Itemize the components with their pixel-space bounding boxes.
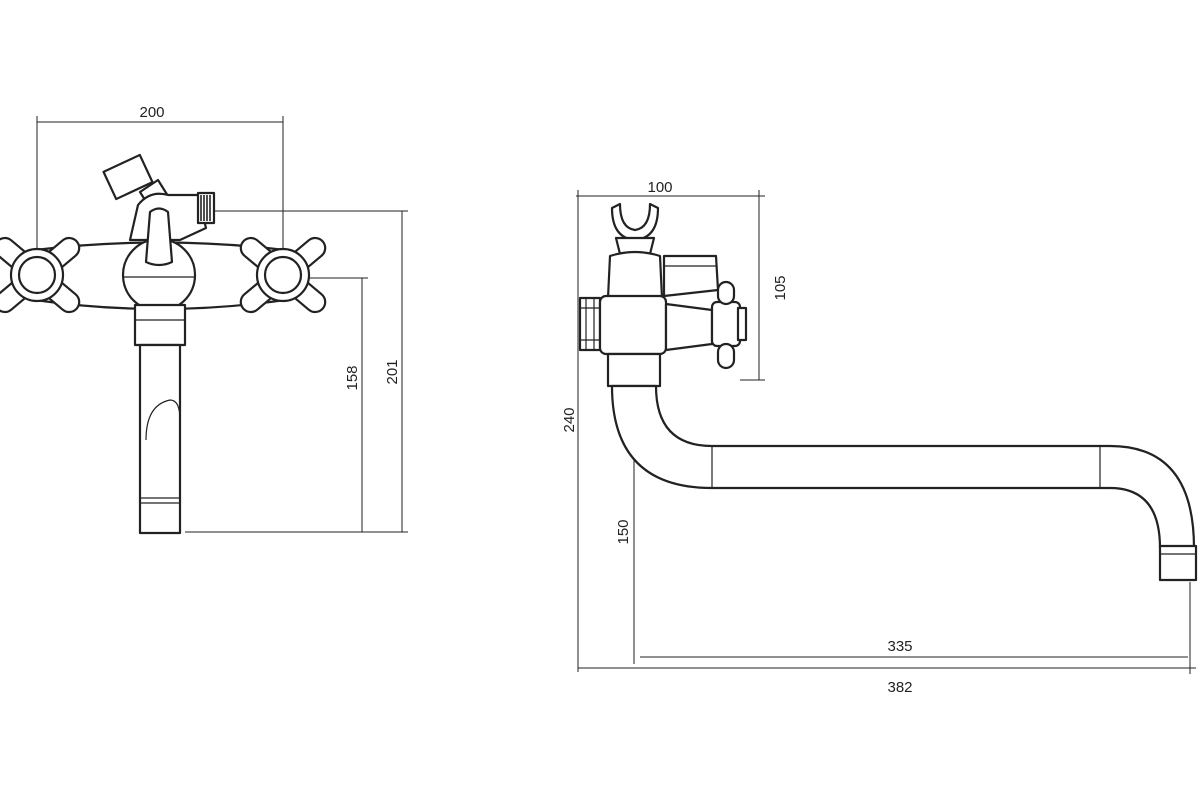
side-wall-nut (578, 296, 602, 352)
side-spout-reach-label: 335 (887, 638, 912, 655)
side-body-width-label: 100 (647, 179, 672, 196)
front-view: 200 158 201 (0, 104, 408, 535)
front-spout-height-dimension: 158 (185, 277, 368, 533)
side-view: 100 105 240 150 335 382 (561, 179, 1198, 696)
side-shower-holder (610, 202, 660, 256)
side-body-width-dimension: 100 (576, 179, 765, 197)
front-right-cross-handle (239, 236, 327, 314)
side-total-reach-dimension: 382 (578, 582, 1196, 696)
side-valve-cone (664, 302, 714, 352)
front-total-height-dimension: 201 (215, 210, 408, 533)
front-spout (133, 303, 187, 535)
front-total-height-label: 201 (384, 359, 401, 384)
front-spout-height-label: 158 (344, 365, 361, 390)
side-total-height-dimension: 240 (561, 190, 579, 672)
side-spout-drop-dimension: 150 (615, 448, 635, 664)
side-spout-drop-label: 150 (615, 519, 632, 544)
front-left-cross-handle (0, 236, 81, 314)
side-spout-reach-dimension: 335 (640, 638, 1188, 658)
front-width-label: 200 (139, 104, 164, 121)
side-spout-base (606, 352, 662, 388)
side-spout-tube (610, 384, 1198, 582)
side-body-height-label: 105 (772, 275, 789, 300)
side-main-body (598, 294, 668, 356)
front-center-diverter (121, 207, 197, 313)
side-diverter-tower (606, 250, 664, 300)
side-cross-handle (710, 280, 748, 370)
side-body-height-dimension: 105 (740, 190, 789, 381)
front-width-dimension: 200 (36, 104, 284, 270)
front-outlet-thread (200, 195, 211, 221)
side-total-reach-label: 382 (887, 679, 912, 696)
side-total-height-label: 240 (561, 407, 578, 432)
side-diverter-lever (662, 254, 720, 298)
